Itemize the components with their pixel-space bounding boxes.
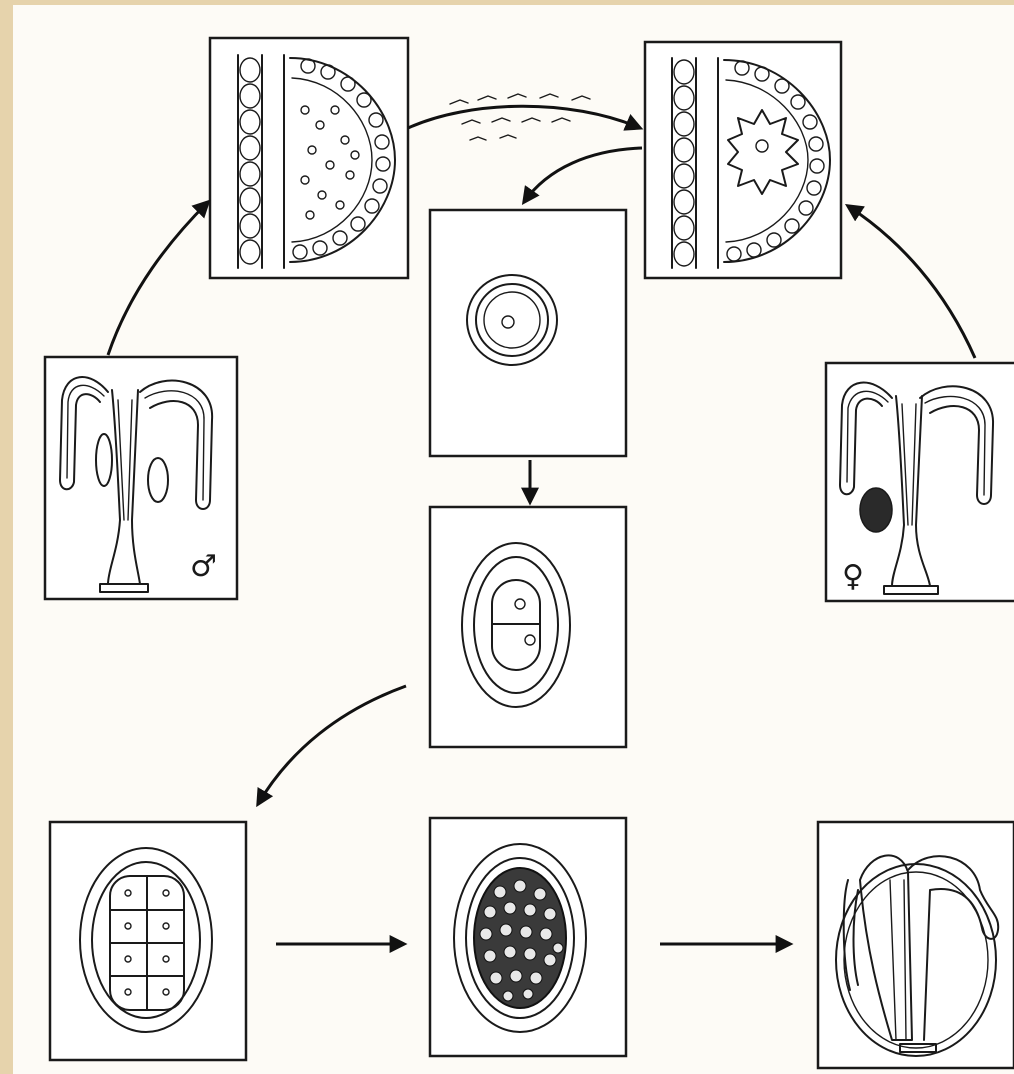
female-symbol-icon: ♀ — [842, 559, 864, 594]
panel-egg — [430, 210, 626, 456]
sperm-transfer-marks — [450, 94, 590, 140]
panel-male-organism: ♂ — [45, 357, 237, 599]
panel-male-gonad-section — [210, 38, 408, 278]
arrow-icon — [848, 206, 975, 358]
panel-female-organism: ♀ — [826, 363, 1014, 601]
arrow-icon — [108, 202, 208, 355]
arrow-icon — [258, 686, 406, 804]
arrow-icon — [524, 148, 642, 202]
panel-morula-stage — [430, 818, 626, 1056]
panel-female-gonad-section — [645, 42, 841, 278]
panel-two-cell-stage — [430, 507, 626, 747]
male-symbol-icon: ♂ — [190, 549, 217, 584]
arrow-icon — [408, 106, 640, 128]
panel-young-organism — [818, 822, 1014, 1068]
panel-eight-cell-stage — [50, 822, 246, 1060]
